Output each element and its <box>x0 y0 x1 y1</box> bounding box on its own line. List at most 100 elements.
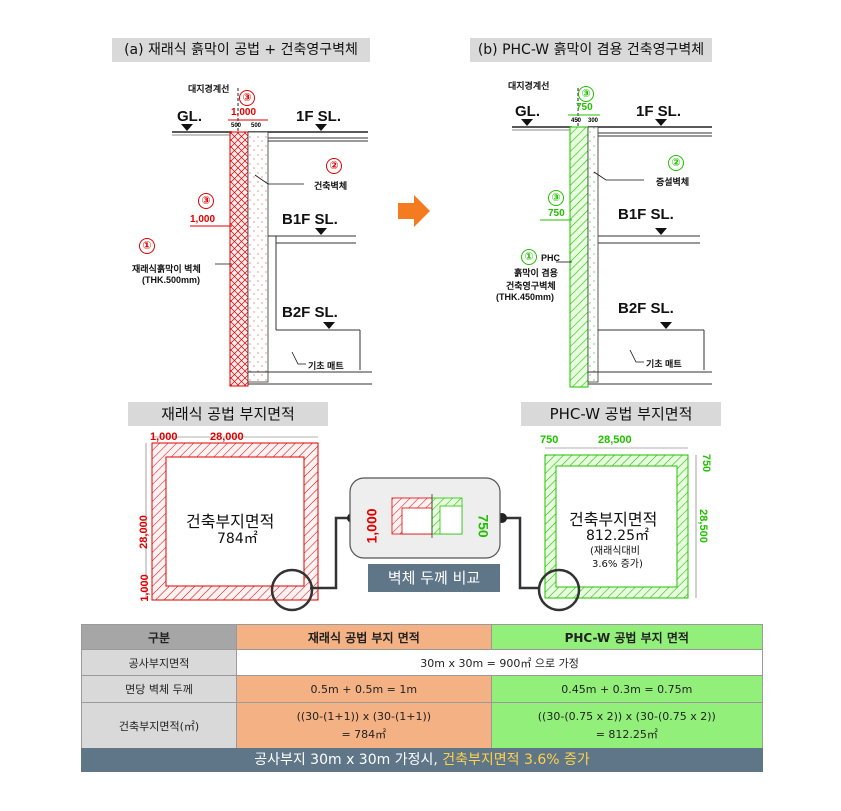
left-dim-1000-top: 1,000 <box>231 107 257 118</box>
comparison-table: 구분 재래식 공법 부지 면적 PHC-W 공법 부지 면적 공사부지면적 30… <box>80 624 764 749</box>
right-plan-side-dim-a: 750 <box>700 453 713 473</box>
right-circle-3-side: ③ <box>548 190 564 206</box>
right-plan-note-2: 3.6% 증가) <box>592 559 643 570</box>
left-plan-area-label: 건축부지면적 <box>186 512 275 531</box>
right-section-title: (b) PHC-W 흙막이 겸용 건축영구벽체 <box>470 38 712 62</box>
left-circle-3-top: ③ <box>239 90 255 106</box>
right-connector <box>502 516 540 590</box>
right-finish-wall-label: 증설벽체 <box>656 177 690 187</box>
left-ground-line <box>172 131 368 136</box>
left-plan-inner <box>165 456 305 587</box>
right-plan-zoom-circle <box>537 568 581 612</box>
right-dimension-lines <box>540 114 600 221</box>
left-plan-dimensions <box>145 436 318 600</box>
right-wall-label-2: 흙막이 겸용 <box>514 268 558 278</box>
left-connector <box>310 516 352 590</box>
left-building-wall <box>247 131 269 383</box>
left-dim-500b: 500 <box>251 123 262 129</box>
orange-arrow <box>398 195 430 227</box>
table-row1-value: 30m x 30m = 900㎡ 으로 가정 <box>236 649 763 676</box>
table-row2-label: 면당 벽체 두께 <box>80 675 238 703</box>
left-building-wall-label: 건축벽체 <box>314 181 348 191</box>
right-plan-title: PHC-W 공법 부지면적 <box>521 402 721 426</box>
right-ground-line <box>512 126 712 131</box>
right-dim-450: 450 <box>571 118 582 124</box>
left-1f-sl-label: 1F SL. <box>296 108 342 125</box>
right-wall-label-4: (THK.450mm) <box>496 292 555 302</box>
right-boundary-label: 대지경계선 <box>508 81 550 91</box>
right-b1f-sl-label: B1F SL. <box>618 206 674 223</box>
right-level-markers <box>521 119 672 329</box>
right-plan-area-label: 건축부지면적 <box>569 510 658 529</box>
left-plan-title: 재래식 공법 부지면적 <box>128 402 328 426</box>
center-dim-right: 750 <box>475 514 492 538</box>
left-wall-label-1: 재래식흙막이 벽체 <box>132 264 201 274</box>
table-header-phcw: PHC-W 공법 부지 면적 <box>490 624 764 650</box>
left-circle-1: ① <box>139 238 155 254</box>
left-b2f-sl-label: B2F SL. <box>282 304 338 321</box>
center-caption: 벽체 두께 비교 <box>368 564 500 592</box>
right-plan-side-dim-b: 28,500 <box>696 509 709 543</box>
left-side-dim: 1,000 <box>190 214 216 225</box>
left-plan-top-dim-b: 28,000 <box>210 431 244 443</box>
right-plan-area-value: 812.25㎡ <box>586 528 649 544</box>
comparison-detail <box>391 494 463 538</box>
right-wall-label-1: PHC <box>541 253 561 263</box>
right-circle-1: ① <box>521 249 537 265</box>
right-side-dim: 750 <box>548 208 565 219</box>
right-dim-300: 300 <box>588 118 599 124</box>
right-b2f-sl-label: B2F SL. <box>618 300 674 317</box>
right-phc-wall <box>569 126 589 388</box>
summary-banner: 공사부지 30m x 30m 가정시, 건축부지면적 3.6% 증가 <box>81 748 763 772</box>
right-plan-top-dim-b: 28,500 <box>598 434 632 446</box>
left-plan-top-dim-a: 1,000 <box>150 431 178 443</box>
left-slabs <box>248 137 372 385</box>
right-1f-sl-label: 1F SL. <box>636 103 682 120</box>
table-header-conventional: 재래식 공법 부지 면적 <box>236 624 492 650</box>
left-leaders <box>215 174 306 365</box>
table-row3-conventional-formula: ((30-(1+1)) x (30-(1+1)) <box>296 709 432 723</box>
right-slabs <box>588 132 712 385</box>
left-dim-500a: 500 <box>231 123 242 129</box>
table-row3-phcw-formula: ((30-(0.75 x 2)) x (30-(0.75 x 2)) <box>537 709 716 723</box>
left-plan-zoom-circle <box>270 568 314 612</box>
left-foundation-label: 기초 매트 <box>308 361 344 371</box>
right-foundation-label: 기초 매트 <box>646 359 682 369</box>
left-circle-3-side: ③ <box>198 193 214 209</box>
right-circle-3-top: ③ <box>578 86 594 102</box>
right-finish-wall <box>587 126 599 383</box>
left-b1f-sl-label: B1F SL. <box>282 211 338 228</box>
left-plan-side-dim-b: 1,000 <box>138 574 151 602</box>
table-row3-conventional-result: = 784㎡ <box>341 727 387 741</box>
right-gl-label: GL. <box>515 103 540 120</box>
right-leaders <box>556 171 644 363</box>
table-row3-phcw: ((30-(0.75 x 2)) x (30-(0.75 x 2)) = 812… <box>490 702 764 749</box>
right-plan-top-dim-a: 750 <box>540 434 559 446</box>
left-boundary-label: 대지경계선 <box>188 84 230 94</box>
table-row3-phcw-result: = 812.25㎡ <box>595 727 658 741</box>
right-plan-inner <box>555 465 678 588</box>
right-dim-750-top: 750 <box>576 102 593 113</box>
right-wall-label-3: 건축영구벽체 <box>506 281 556 291</box>
left-dimension-lines <box>190 119 268 227</box>
table-row2-conventional: 0.5m + 0.5m = 1m <box>236 675 492 703</box>
table-row3-conventional: ((30-(1+1)) x (30-(1+1)) = 784㎡ <box>236 702 492 749</box>
table-row1-label: 공사부지면적 <box>80 649 238 676</box>
left-section-title: (a) 재래식 흙막이 공법 + 건축영구벽체 <box>112 38 370 62</box>
center-dim-left: 1,000 <box>363 508 380 544</box>
table-row2-phcw: 0.45m + 0.3m = 0.75m <box>490 675 764 703</box>
left-level-markers <box>181 124 335 329</box>
left-wall-label-2: (THK.500mm) <box>142 275 201 285</box>
left-circle-2: ② <box>326 158 342 174</box>
table-header-category: 구분 <box>80 624 238 650</box>
left-plan-area-value: 784㎡ <box>217 531 258 547</box>
right-plan-note-1: (재래식대비 <box>590 546 640 557</box>
table-row3-label: 건축부지면적(㎡) <box>80 702 238 749</box>
right-circle-2: ② <box>668 155 684 171</box>
summary-highlight: 건축부지면적 3.6% 증가 <box>442 752 590 768</box>
left-gl-label: GL. <box>177 108 202 125</box>
left-retaining-wall <box>229 131 249 387</box>
summary-text: 공사부지 30m x 30m 가정시, <box>254 752 443 768</box>
left-plan-side-dim-a: 28,000 <box>137 515 150 549</box>
